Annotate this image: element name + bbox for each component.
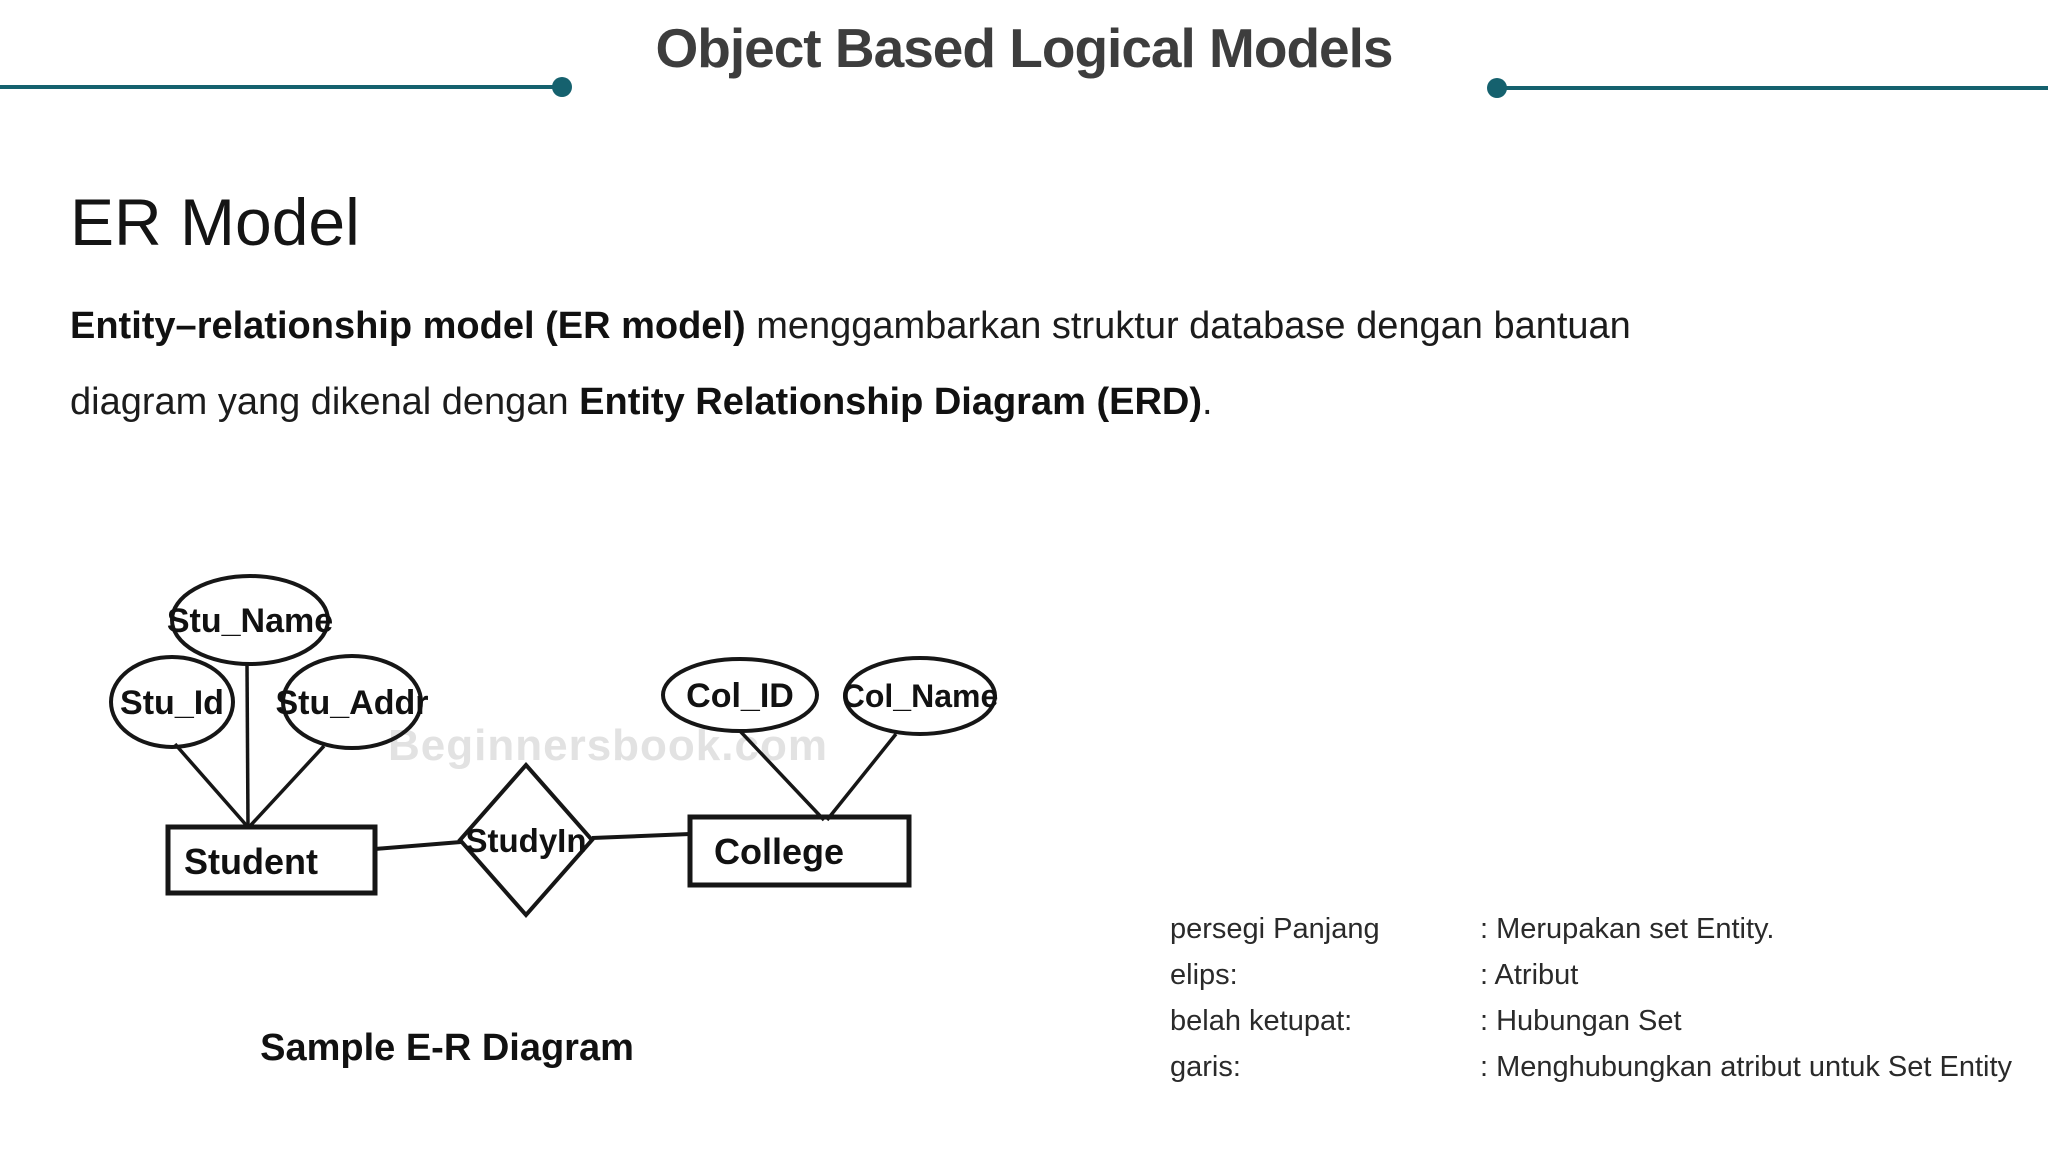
legend: persegi Panjang : Merupakan set Entity. … [1170, 906, 2012, 1090]
entity-student-label: Student [184, 841, 318, 882]
entity-college-rect [687, 814, 912, 888]
line-stu-addr-student [248, 744, 326, 828]
header-rule-right [1500, 86, 2048, 90]
attribute-stu-id-ellipse [109, 655, 235, 749]
legend-term: persegi Panjang [1170, 913, 1380, 945]
line-student-studyin [374, 840, 462, 851]
legend-term: belah ketupat: [1170, 1005, 1353, 1037]
attribute-stu-addr-ellipse [281, 654, 423, 750]
section-heading: ER Model [70, 185, 360, 259]
attribute-col-id-ellipse [661, 657, 819, 733]
line-col-name-college [825, 732, 898, 822]
line-stu-id-student [173, 742, 249, 828]
page-title: Object Based Logical Models [655, 17, 1393, 79]
attribute-stu-id-label: Stu_Id [120, 684, 224, 722]
entity-student-rect [165, 824, 378, 896]
line-col-id-college [738, 729, 826, 822]
intro-regular-2: diagram yang dikenal dengan [70, 381, 580, 423]
intro-regular-3: . [1201, 381, 1213, 423]
legend-desc: : Hubungan Set [1480, 1005, 1682, 1037]
attribute-stu-addr-label: Stu_Addr [276, 684, 429, 722]
er-diagram: Beginnersbook.com Stu_Name Stu_Id Stu_Ad… [109, 574, 999, 1069]
relationship-studyin-label: StudyIn [466, 822, 587, 859]
entity-college-label: College [714, 831, 844, 872]
line-studyin-college [591, 832, 691, 840]
header-rule-right-dot [1487, 78, 1507, 98]
line-stu-name-student [245, 663, 250, 827]
header-rule-left [0, 85, 553, 89]
attribute-col-name-ellipse [843, 656, 997, 736]
legend-desc: : Merupakan set Entity. [1480, 913, 1775, 945]
intro-bold-2: Entity Relationship Diagram (ERD) [579, 381, 1202, 423]
attribute-stu-name-label: Stu_Name [167, 602, 333, 640]
attribute-stu-name-ellipse [170, 574, 330, 666]
intro-regular-1: menggambarkan struktur database dengan b… [745, 305, 1631, 347]
legend-desc: : Menghubungkan atribut untuk Set Entity [1480, 1051, 2013, 1083]
legend-term: garis: [1170, 1051, 1241, 1083]
attribute-col-id-label: Col_ID [686, 677, 794, 715]
legend-term: elips: [1170, 959, 1238, 991]
attribute-col-name-label: Col_Name [842, 678, 999, 714]
relationship-studyin-diamond [457, 761, 595, 919]
header-rule-left-dot [552, 77, 572, 97]
intro-paragraph: Entity–relationship model (ER model) men… [70, 288, 1631, 440]
diagram-caption: Sample E-R Diagram [260, 1027, 634, 1069]
legend-desc: : Atribut [1480, 959, 1579, 991]
intro-bold-1: Entity–relationship model (ER model) [70, 305, 746, 347]
